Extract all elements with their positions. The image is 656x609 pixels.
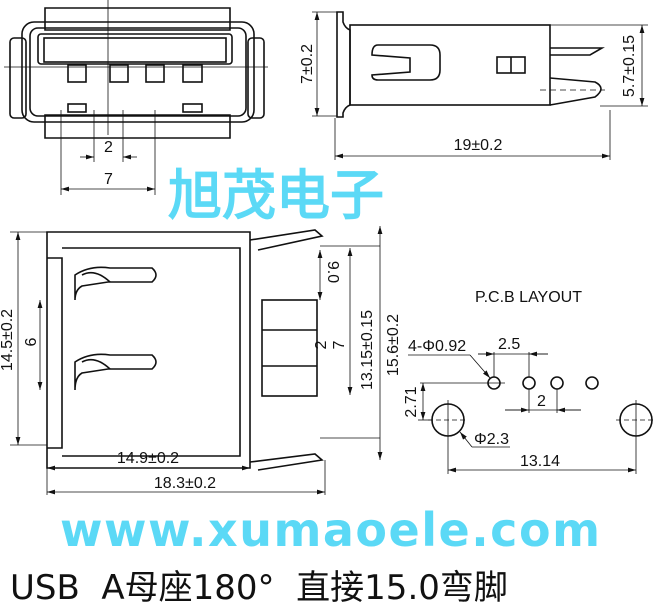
bottom-view: 14.5±0.2 6 14.9±0.2 18.3±0.2 9.0 2 7 13.… bbox=[0, 226, 402, 495]
pitch-inner-label: 2 bbox=[537, 393, 546, 410]
offset-label: 2.71 bbox=[403, 386, 420, 417]
pitch-outer-label: 2.5 bbox=[498, 336, 520, 353]
dim-length-total: 18.3±0.2 bbox=[154, 475, 216, 492]
large-spacing-label: 13.14 bbox=[520, 453, 560, 470]
pcb-title: P.C.B LAYOUT bbox=[475, 289, 582, 306]
front-view: 2 7 bbox=[4, 0, 268, 195]
watermark-url: www.xumaoele.com bbox=[60, 503, 600, 557]
dim-pitch: 2 bbox=[104, 139, 113, 156]
dim-width: 7 bbox=[104, 171, 113, 188]
caption: USB A母座180° 直接15.0弯脚 bbox=[10, 568, 508, 608]
dim-length: 19±0.2 bbox=[454, 137, 503, 154]
dim-length-body: 14.9±0.2 bbox=[117, 450, 179, 467]
dim-b: 2 bbox=[313, 340, 330, 349]
dim-height: 7±0.2 bbox=[299, 44, 316, 84]
dim-d: 13.15±0.15 bbox=[359, 310, 376, 390]
dim-c: 7 bbox=[331, 340, 348, 349]
dim-width: 14.5±0.2 bbox=[0, 309, 16, 371]
dim-e: 15.6±0.2 bbox=[385, 314, 402, 376]
dim-a: 9.0 bbox=[324, 261, 341, 283]
watermark-company: 旭茂电子 bbox=[168, 164, 384, 227]
large-hole-label: Φ2.3 bbox=[474, 431, 509, 448]
dim-pin-height: 5.7±0.15 bbox=[621, 35, 638, 97]
side-view: 7±0.2 19±0.2 5.7±0.15 bbox=[299, 11, 648, 160]
dim-inner: 6 bbox=[23, 337, 40, 346]
pcb-layout: P.C.B LAYOUT 4-Φ0.92 2.5 2 2.71 Φ2.3 bbox=[403, 289, 656, 474]
small-holes-label: 4-Φ0.92 bbox=[408, 338, 466, 355]
